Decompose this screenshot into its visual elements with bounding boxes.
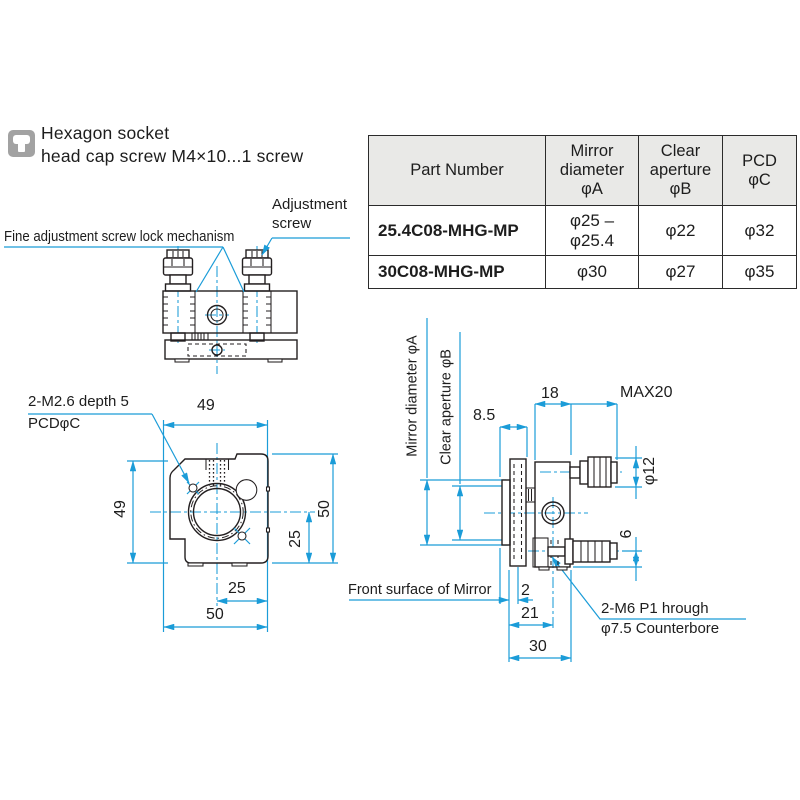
mirror-diameter-label: Mirror diameter φA: [404, 335, 421, 457]
m6-label-2: φ7.5 Counterbore: [601, 620, 720, 637]
dim-front-right-height: 50: [315, 500, 333, 518]
clear-aperture-cell: φ27: [638, 255, 723, 289]
dim-side-screw-edge: 6: [617, 529, 635, 539]
note-line-1: Hexagon socket: [41, 123, 170, 143]
mirror-diameter-cell: φ30: [545, 255, 639, 289]
m26-label-1: 2-M2.6 depth 5: [28, 393, 129, 410]
dim-front-top-width: 49: [197, 397, 215, 414]
lock-screw-left: [162, 249, 194, 342]
part-number-cell: 25.4C08-MHG-MP: [368, 205, 546, 256]
col-pcd: PCD φC: [722, 135, 797, 206]
clear-aperture-cell: φ22: [638, 205, 723, 256]
dim-side-mirror-offset: 8.5: [473, 407, 496, 424]
part-number-cell: 30C08-MHG-MP: [368, 255, 546, 289]
dim-side-body-width: 18: [541, 385, 559, 402]
screw-shaft-glyph: [18, 142, 25, 152]
dim-side-front-gap: 2: [521, 582, 530, 599]
col-mirror-diameter: Mirror diameter φA: [545, 135, 639, 206]
pcd-cell: φ32: [722, 205, 797, 256]
front-view-drawing: [28, 413, 338, 632]
dim-front-bottom-width: 50: [206, 606, 224, 623]
dim-side-depth-mid: 21: [521, 605, 539, 622]
col-clear-aperture: Clear aperture φB: [638, 135, 723, 206]
dim-front-bottom-half: 25: [228, 580, 246, 597]
adjustment-screw-label-2: screw: [272, 215, 312, 232]
top-view-drawing: [4, 237, 350, 374]
screw-head-glyph: [13, 135, 30, 144]
clear-aperture-label: Clear aperture φB: [438, 349, 455, 465]
mirror-diameter-cell: φ25 – φ25.4: [545, 205, 639, 256]
fine-adjustment-label: Fine adjustment screw lock mechanism: [4, 228, 235, 245]
spec-table: Part Number Mirror diameter φA Clear ape…: [368, 135, 797, 289]
table-row: 25.4C08-MHG-MP φ25 – φ25.4 φ22 φ32: [368, 205, 797, 256]
hex-socket-screw-icon: [8, 130, 35, 157]
dim-side-depth-full: 30: [529, 638, 547, 655]
dim-side-screw-max: MAX20: [620, 384, 673, 401]
m6-label-1: 2-M6 P1 hrough: [601, 600, 709, 617]
dim-side-knob-dia: φ12: [640, 456, 658, 486]
dim-front-left-height: 49: [111, 500, 129, 518]
side-top-screw: [569, 456, 618, 488]
adjustment-screw-label-1: Adjustment: [272, 196, 348, 213]
m26-label-2: PCDφC: [28, 415, 81, 432]
table-row: 30C08-MHG-MP φ30 φ27 φ35: [368, 255, 797, 289]
side-bottom-screw: [532, 537, 618, 568]
pcd-cell: φ35: [722, 255, 797, 289]
mirror-side: [501, 479, 511, 546]
table-header-row: Part Number Mirror diameter φA Clear ape…: [368, 135, 797, 206]
adjustment-screw-right: [241, 249, 273, 342]
dim-front-right-half: 25: [286, 530, 304, 548]
note-line-2: head cap screw M4×10...1 screw: [41, 146, 304, 166]
front-surface-label: Front surface of Mirror: [348, 582, 492, 598]
col-part-number: Part Number: [368, 135, 546, 206]
side-view-drawing: [349, 318, 746, 662]
